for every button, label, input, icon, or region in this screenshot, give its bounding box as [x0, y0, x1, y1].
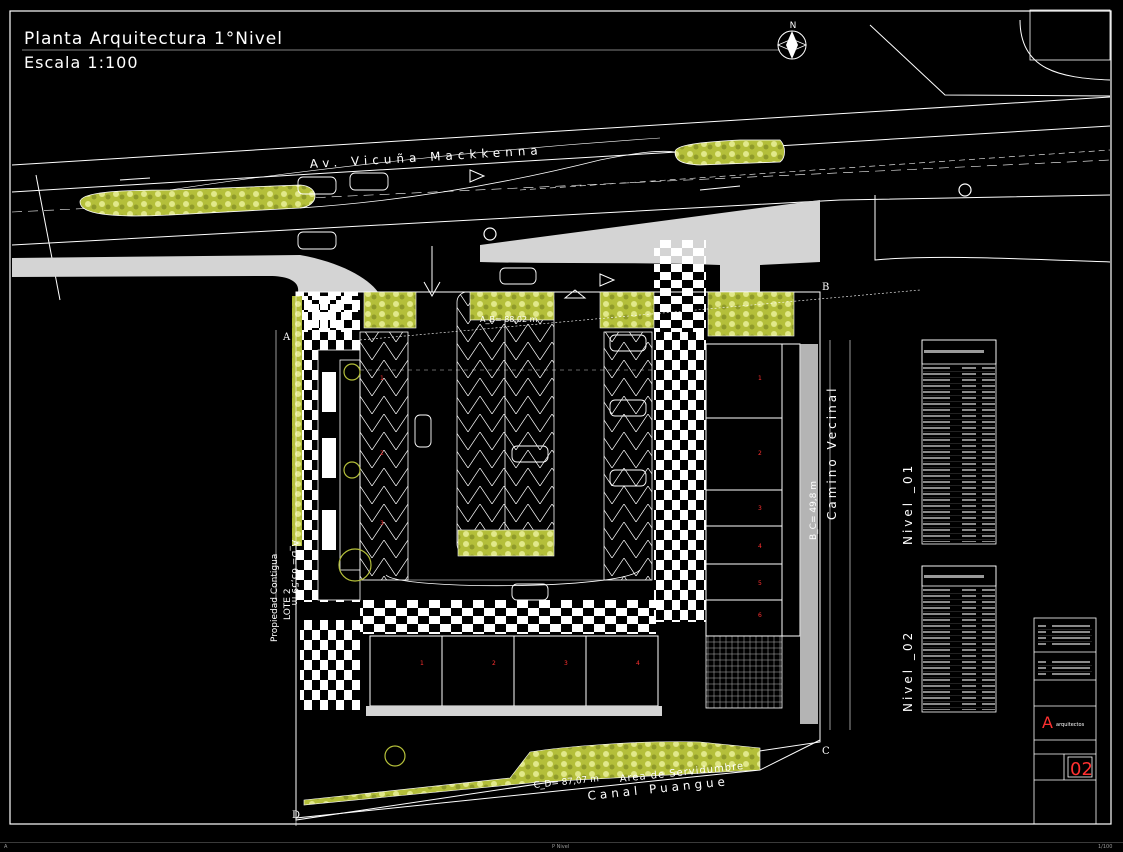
parking-bays	[359, 291, 653, 581]
lote-label: LOTE 2	[283, 588, 293, 620]
contigua-label: Propiedad Contigua	[270, 554, 280, 642]
title-block-text-2	[1038, 660, 1092, 676]
camino-vecinal-label: Camino Vecinal	[825, 386, 839, 520]
firm-name: arquitectos	[1056, 722, 1085, 728]
layout-tabs-bar: A P Nivel 1/100	[0, 842, 1123, 852]
area-table-level-2	[921, 565, 997, 713]
svg-text:2: 2	[492, 660, 496, 667]
right-walkway	[800, 344, 818, 724]
point-b: B	[822, 282, 829, 293]
left-planter	[292, 296, 302, 546]
dimension-left: A_D= 65,59 m	[289, 540, 299, 605]
svg-text:4: 4	[636, 660, 640, 667]
svg-text:1: 1	[758, 375, 762, 382]
firm-logo: A	[1042, 713, 1053, 732]
bottom-commercial-units	[369, 635, 659, 707]
median-planter-right	[674, 139, 785, 166]
area-table-level-1	[921, 339, 997, 545]
tab-right[interactable]: 1/100	[1098, 844, 1113, 850]
entry-planters	[363, 291, 795, 557]
svg-text:3: 3	[758, 505, 762, 512]
svg-text:2: 2	[758, 450, 762, 457]
neighbor-structure	[1029, 9, 1111, 61]
point-c: C	[822, 746, 830, 757]
left-building-strip	[296, 292, 361, 602]
svg-text:1: 1	[380, 375, 384, 382]
median-planter-left	[79, 184, 316, 217]
north-arrow-icon	[776, 30, 808, 60]
tab-left[interactable]: A	[4, 844, 8, 850]
median-curve	[299, 150, 676, 209]
svg-text:6: 6	[758, 612, 762, 619]
svg-text:1: 1	[420, 660, 424, 667]
title-block-text	[1038, 625, 1092, 645]
svg-text:4: 4	[758, 543, 762, 550]
median-curve-2	[169, 137, 661, 191]
patio-tiles	[705, 635, 783, 709]
dimension-top: A_B= 88,02 m	[480, 315, 538, 324]
dimension-lines	[275, 289, 921, 826]
sidewalk-left	[12, 255, 378, 292]
svg-text:3: 3	[564, 660, 568, 667]
svg-text:2: 2	[380, 450, 384, 457]
right-commercial-units	[705, 343, 801, 637]
point-d: D	[292, 810, 300, 821]
plan-scale: Escala 1:100	[24, 53, 139, 72]
unit-numbers: 1 2 3 4 5 6 1 2 3 4 1 2 3	[380, 375, 762, 667]
plan-title: Planta Arquitectura 1°Nivel	[24, 29, 283, 49]
title-block	[1033, 617, 1097, 825]
canal-planter	[303, 741, 761, 806]
sheet-number: 02	[1070, 759, 1093, 780]
svg-text:3: 3	[380, 520, 384, 527]
dimension-right: B_C= 49,8 m	[809, 481, 819, 540]
tab-center[interactable]: P Nivel	[552, 844, 570, 850]
trees	[338, 183, 972, 767]
crosswalks	[300, 240, 706, 710]
sidewalk-right	[480, 200, 820, 292]
svg-text:5: 5	[758, 580, 762, 587]
level-02-label: Nivel _02	[901, 630, 915, 712]
north-label: N	[790, 21, 797, 31]
traffic-arrows	[119, 169, 741, 299]
bottom-walkway	[366, 706, 662, 716]
point-a: A	[282, 332, 291, 343]
level-01-label: Nivel _01	[901, 463, 915, 545]
roundabout-curve	[385, 569, 641, 587]
